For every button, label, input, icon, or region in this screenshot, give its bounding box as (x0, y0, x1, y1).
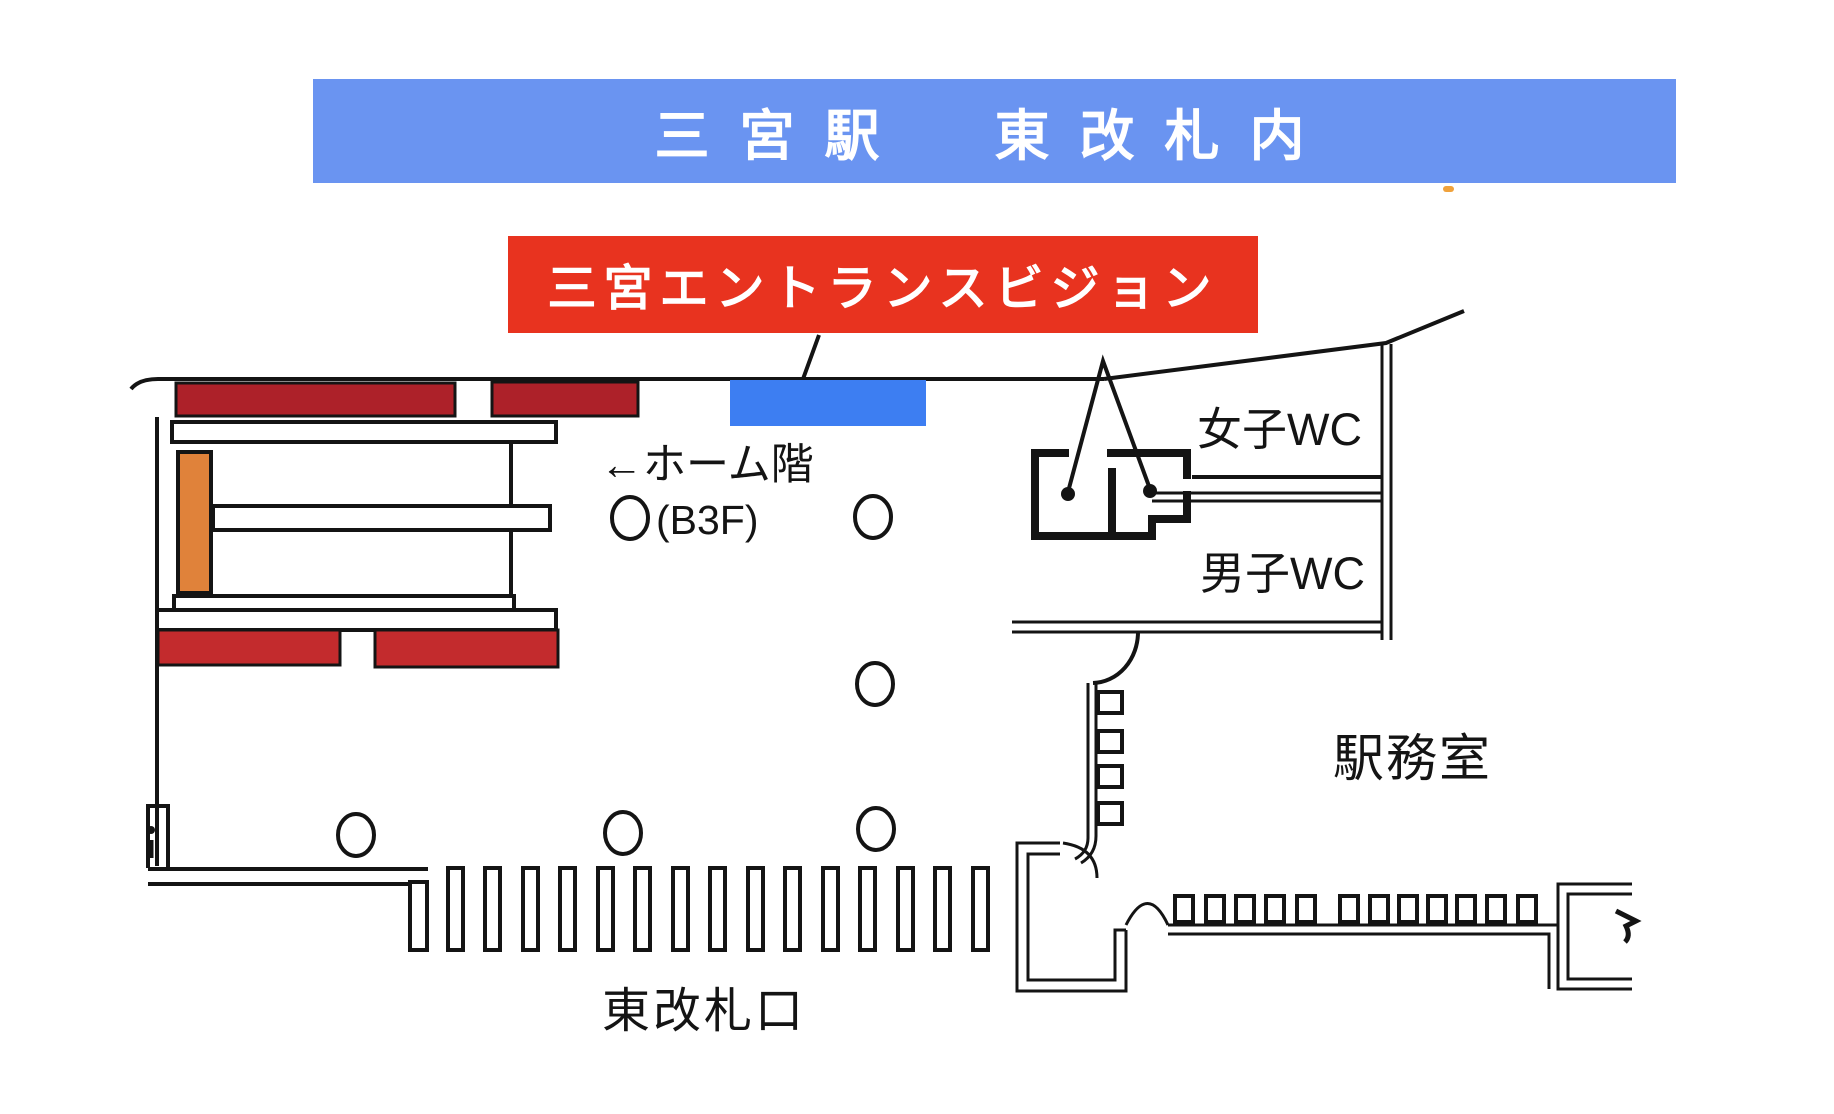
top-wall (129, 377, 1104, 391)
counter-window (1485, 894, 1507, 924)
office-room-mark (1614, 908, 1642, 944)
office-wall-outer (1074, 683, 1090, 861)
spot-dot (1061, 487, 1075, 501)
pillars (336, 494, 896, 858)
spot-pointer-lines (1066, 354, 1152, 493)
orange-speck (1443, 186, 1454, 192)
pillar (856, 806, 896, 852)
diagonal-wall (1103, 309, 1465, 381)
office-wall-inner (1080, 683, 1098, 865)
gate-bar (783, 866, 802, 952)
counter-window (1295, 894, 1317, 924)
enclosure-outer (1015, 841, 1128, 993)
counter-window (1338, 894, 1360, 924)
entrance-vision-screen (730, 380, 926, 426)
spot-dot (1143, 484, 1157, 498)
east-gate-label: 東改札口 (602, 985, 806, 1038)
enclosure-door-arc (1062, 841, 1099, 879)
counter-door-arc (1124, 902, 1170, 926)
counter-line-lower (1168, 932, 1551, 989)
counter-window (1426, 894, 1448, 924)
enclosure-inner (1026, 852, 1126, 982)
counter-window (1397, 894, 1419, 924)
escalator-bar-bottom-left (156, 628, 342, 667)
gate-bar (933, 866, 952, 952)
stair-bar (170, 420, 558, 444)
escalator-block (155, 380, 640, 866)
pillar (855, 661, 895, 707)
counter-window (1368, 894, 1390, 924)
vision-banner: 三宮エントランスビジョン (508, 236, 1258, 333)
gate-bar (558, 866, 577, 952)
gate-bar (483, 866, 502, 952)
pillar (603, 810, 643, 856)
gate-bar (971, 866, 990, 952)
station-office-label: 駅務室 (1333, 730, 1492, 787)
stair-landing-orange (176, 450, 213, 595)
office-wall-units (1096, 690, 1124, 826)
map-labels: ←ホーム階 (B3F) 女子WC 男子WC 駅務室 東改札口 (600, 404, 1492, 1038)
escalator-bar-top-right (490, 380, 640, 418)
counter-window (1204, 894, 1226, 924)
vision-leader-line (801, 334, 821, 380)
gate-bar (671, 866, 690, 952)
office-room-inner (1566, 892, 1632, 981)
platform-floor-label: (B3F) (656, 497, 759, 543)
wall-unit (1096, 690, 1124, 715)
gate-bar (746, 866, 765, 952)
stair-band-bottom (155, 608, 558, 632)
platform-label: ←ホーム階 (600, 441, 814, 489)
stair-bar (211, 504, 552, 532)
counter-window (1455, 894, 1477, 924)
counter-window (1264, 894, 1286, 924)
title-banner: 三宮駅 東改札内 (313, 79, 1676, 183)
gate-bar (521, 866, 540, 952)
wc-stall-right-top (1107, 449, 1191, 479)
gate-bar (896, 866, 915, 952)
wc-female-label: 女子WC (1197, 404, 1362, 455)
counter-window (1234, 894, 1256, 924)
ticket-gates (446, 866, 990, 952)
gate-bar (821, 866, 840, 952)
pillar (853, 494, 893, 540)
edge-box (146, 804, 170, 868)
edge-mark-dot (147, 826, 155, 834)
wc-stall-right-bottom (1112, 491, 1191, 540)
office-entry (1015, 841, 1642, 993)
wall-unit (1096, 764, 1124, 789)
wall-unit (1096, 801, 1124, 826)
gate-bar (596, 866, 615, 952)
wc-stalls (1031, 449, 1191, 540)
pillar (610, 495, 650, 541)
southwest-walls (146, 804, 429, 952)
wc-male-label: 男子WC (1200, 548, 1365, 599)
wall-end-post (408, 880, 429, 952)
gate-bar (633, 866, 652, 952)
counter-window (1516, 894, 1538, 924)
pillar (336, 812, 376, 858)
office-room-outer (1556, 882, 1632, 991)
gate-bar (708, 866, 727, 952)
escalator-bar-top-left (174, 381, 457, 418)
gate-bar (858, 866, 877, 952)
counter-window (1173, 894, 1195, 924)
office-door-arc (1092, 631, 1140, 685)
gate-bar (446, 866, 465, 952)
wall-unit (1096, 729, 1124, 754)
counter-windows (1173, 894, 1538, 924)
escalator-bar-bottom-right (373, 628, 560, 669)
wc-stall-left (1031, 449, 1116, 540)
